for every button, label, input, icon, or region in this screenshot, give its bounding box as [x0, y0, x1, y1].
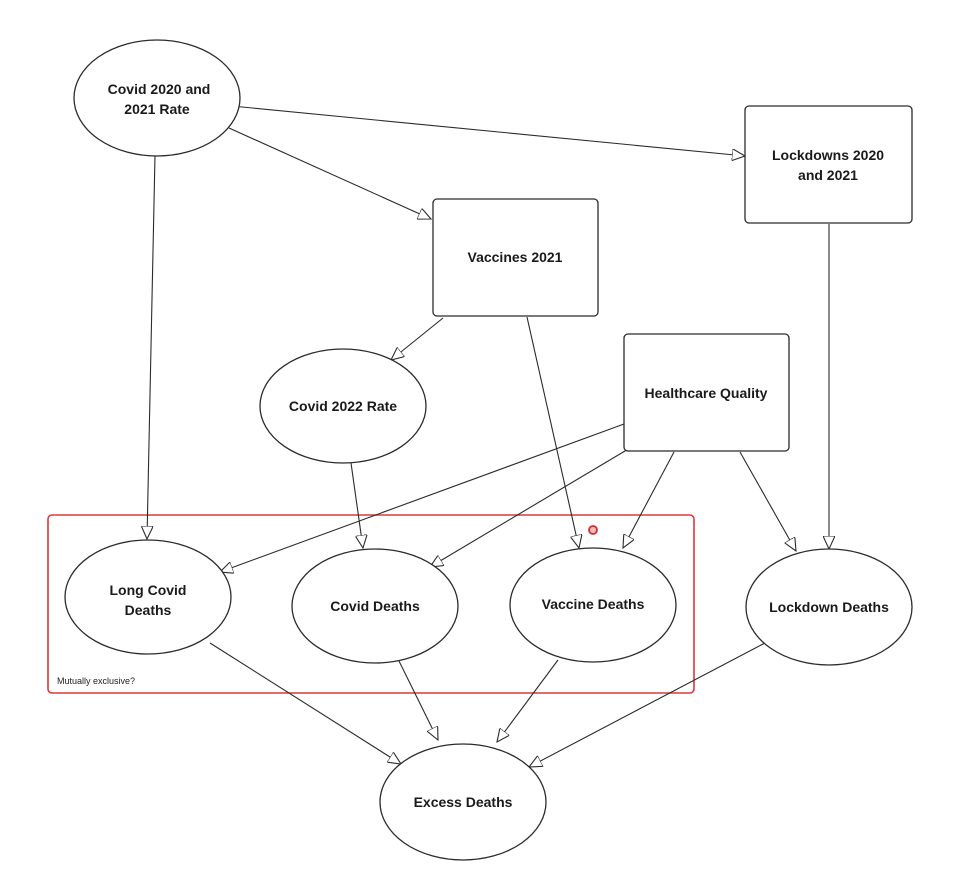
node-vaccines-2021-shape [432, 198, 599, 317]
node-covid-deaths-shape [291, 548, 459, 664]
edge-covid-deaths-to-excess-deaths[interactable] [397, 658, 438, 740]
edge-covid-rate-to-vaccines[interactable] [228, 127, 431, 219]
node-covid-2020-2021-rate[interactable]: Covid 2020 and 2021 Rate [73, 39, 241, 157]
node-covid-2022-rate[interactable]: Covid 2022 Rate [259, 348, 427, 464]
node-long-covid-deaths-label-line2: Deaths [125, 602, 172, 618]
node-vaccine-deaths[interactable]: Vaccine Deaths [509, 547, 677, 663]
edge-healthcare-to-lockdown-deaths[interactable] [739, 451, 796, 551]
edge-lockdown-deaths-to-excess-deaths[interactable] [529, 642, 766, 767]
node-long-covid-deaths-label-line1: Long Covid [110, 582, 187, 598]
edge-vaccines-to-vaccine-deaths[interactable] [526, 316, 579, 548]
edges [147, 105, 829, 767]
node-healthcare-quality[interactable]: Healthcare Quality [623, 333, 790, 452]
node-long-covid-deaths[interactable]: Long Covid Deaths [64, 539, 232, 655]
node-lockdown-deaths-shape [745, 548, 913, 666]
node-covid-2020-2021-rate-shape [73, 39, 241, 157]
node-lockdowns-2020-2021-label-line1: Lockdowns 2020 [772, 147, 884, 163]
node-covid-deaths-label: Covid Deaths [330, 598, 420, 614]
edge-covid-2022-rate-to-covid-deaths[interactable] [350, 462, 363, 548]
cursor-indicator-icon [588, 525, 598, 535]
node-lockdowns-2020-2021[interactable]: Lockdowns 2020 and 2021 [744, 105, 913, 224]
node-excess-deaths[interactable]: Excess Deaths [379, 743, 547, 861]
mutually-exclusive-group-box [47, 514, 695, 694]
node-healthcare-quality-label: Healthcare Quality [645, 385, 768, 401]
node-covid-deaths[interactable]: Covid Deaths [291, 548, 459, 664]
node-vaccines-2021[interactable]: Vaccines 2021 [432, 198, 599, 317]
edge-vaccine-deaths-to-excess-deaths[interactable] [497, 659, 559, 742]
mutually-exclusive-group-label: Mutually exclusive? [57, 676, 135, 686]
node-covid-2020-2021-rate-label-line1: Covid 2020 and [108, 81, 211, 97]
node-long-covid-deaths-shape [64, 539, 232, 655]
node-excess-deaths-label: Excess Deaths [414, 794, 513, 810]
mutually-exclusive-group[interactable]: Mutually exclusive? [47, 514, 695, 694]
node-lockdowns-2020-2021-label-line2: and 2021 [798, 167, 858, 183]
edge-healthcare-to-vaccine-deaths[interactable] [623, 451, 675, 548]
edge-vaccines-to-covid-2022-rate[interactable] [391, 317, 444, 360]
node-covid-2022-rate-shape [259, 348, 427, 464]
node-covid-2022-rate-label: Covid 2022 Rate [289, 398, 397, 414]
edge-covid-rate-to-lockdowns[interactable] [231, 105, 745, 156]
node-covid-2020-2021-rate-label-line2: 2021 Rate [124, 101, 190, 117]
node-excess-deaths-shape [379, 743, 547, 861]
node-lockdown-deaths-label: Lockdown Deaths [769, 599, 889, 615]
edge-covid-rate-to-long-covid-deaths[interactable] [147, 154, 156, 539]
edge-healthcare-to-long-covid-deaths[interactable] [220, 423, 625, 572]
node-vaccine-deaths-label: Vaccine Deaths [542, 596, 645, 612]
node-healthcare-quality-shape [623, 333, 790, 452]
node-lockdowns-2020-2021-shape [744, 105, 913, 224]
edge-healthcare-to-covid-deaths[interactable] [430, 447, 631, 567]
node-lockdown-deaths[interactable]: Lockdown Deaths [745, 548, 913, 666]
node-vaccines-2021-label: Vaccines 2021 [468, 249, 563, 265]
node-vaccine-deaths-shape [509, 547, 677, 663]
edge-long-covid-deaths-to-excess-deaths[interactable] [209, 642, 401, 764]
